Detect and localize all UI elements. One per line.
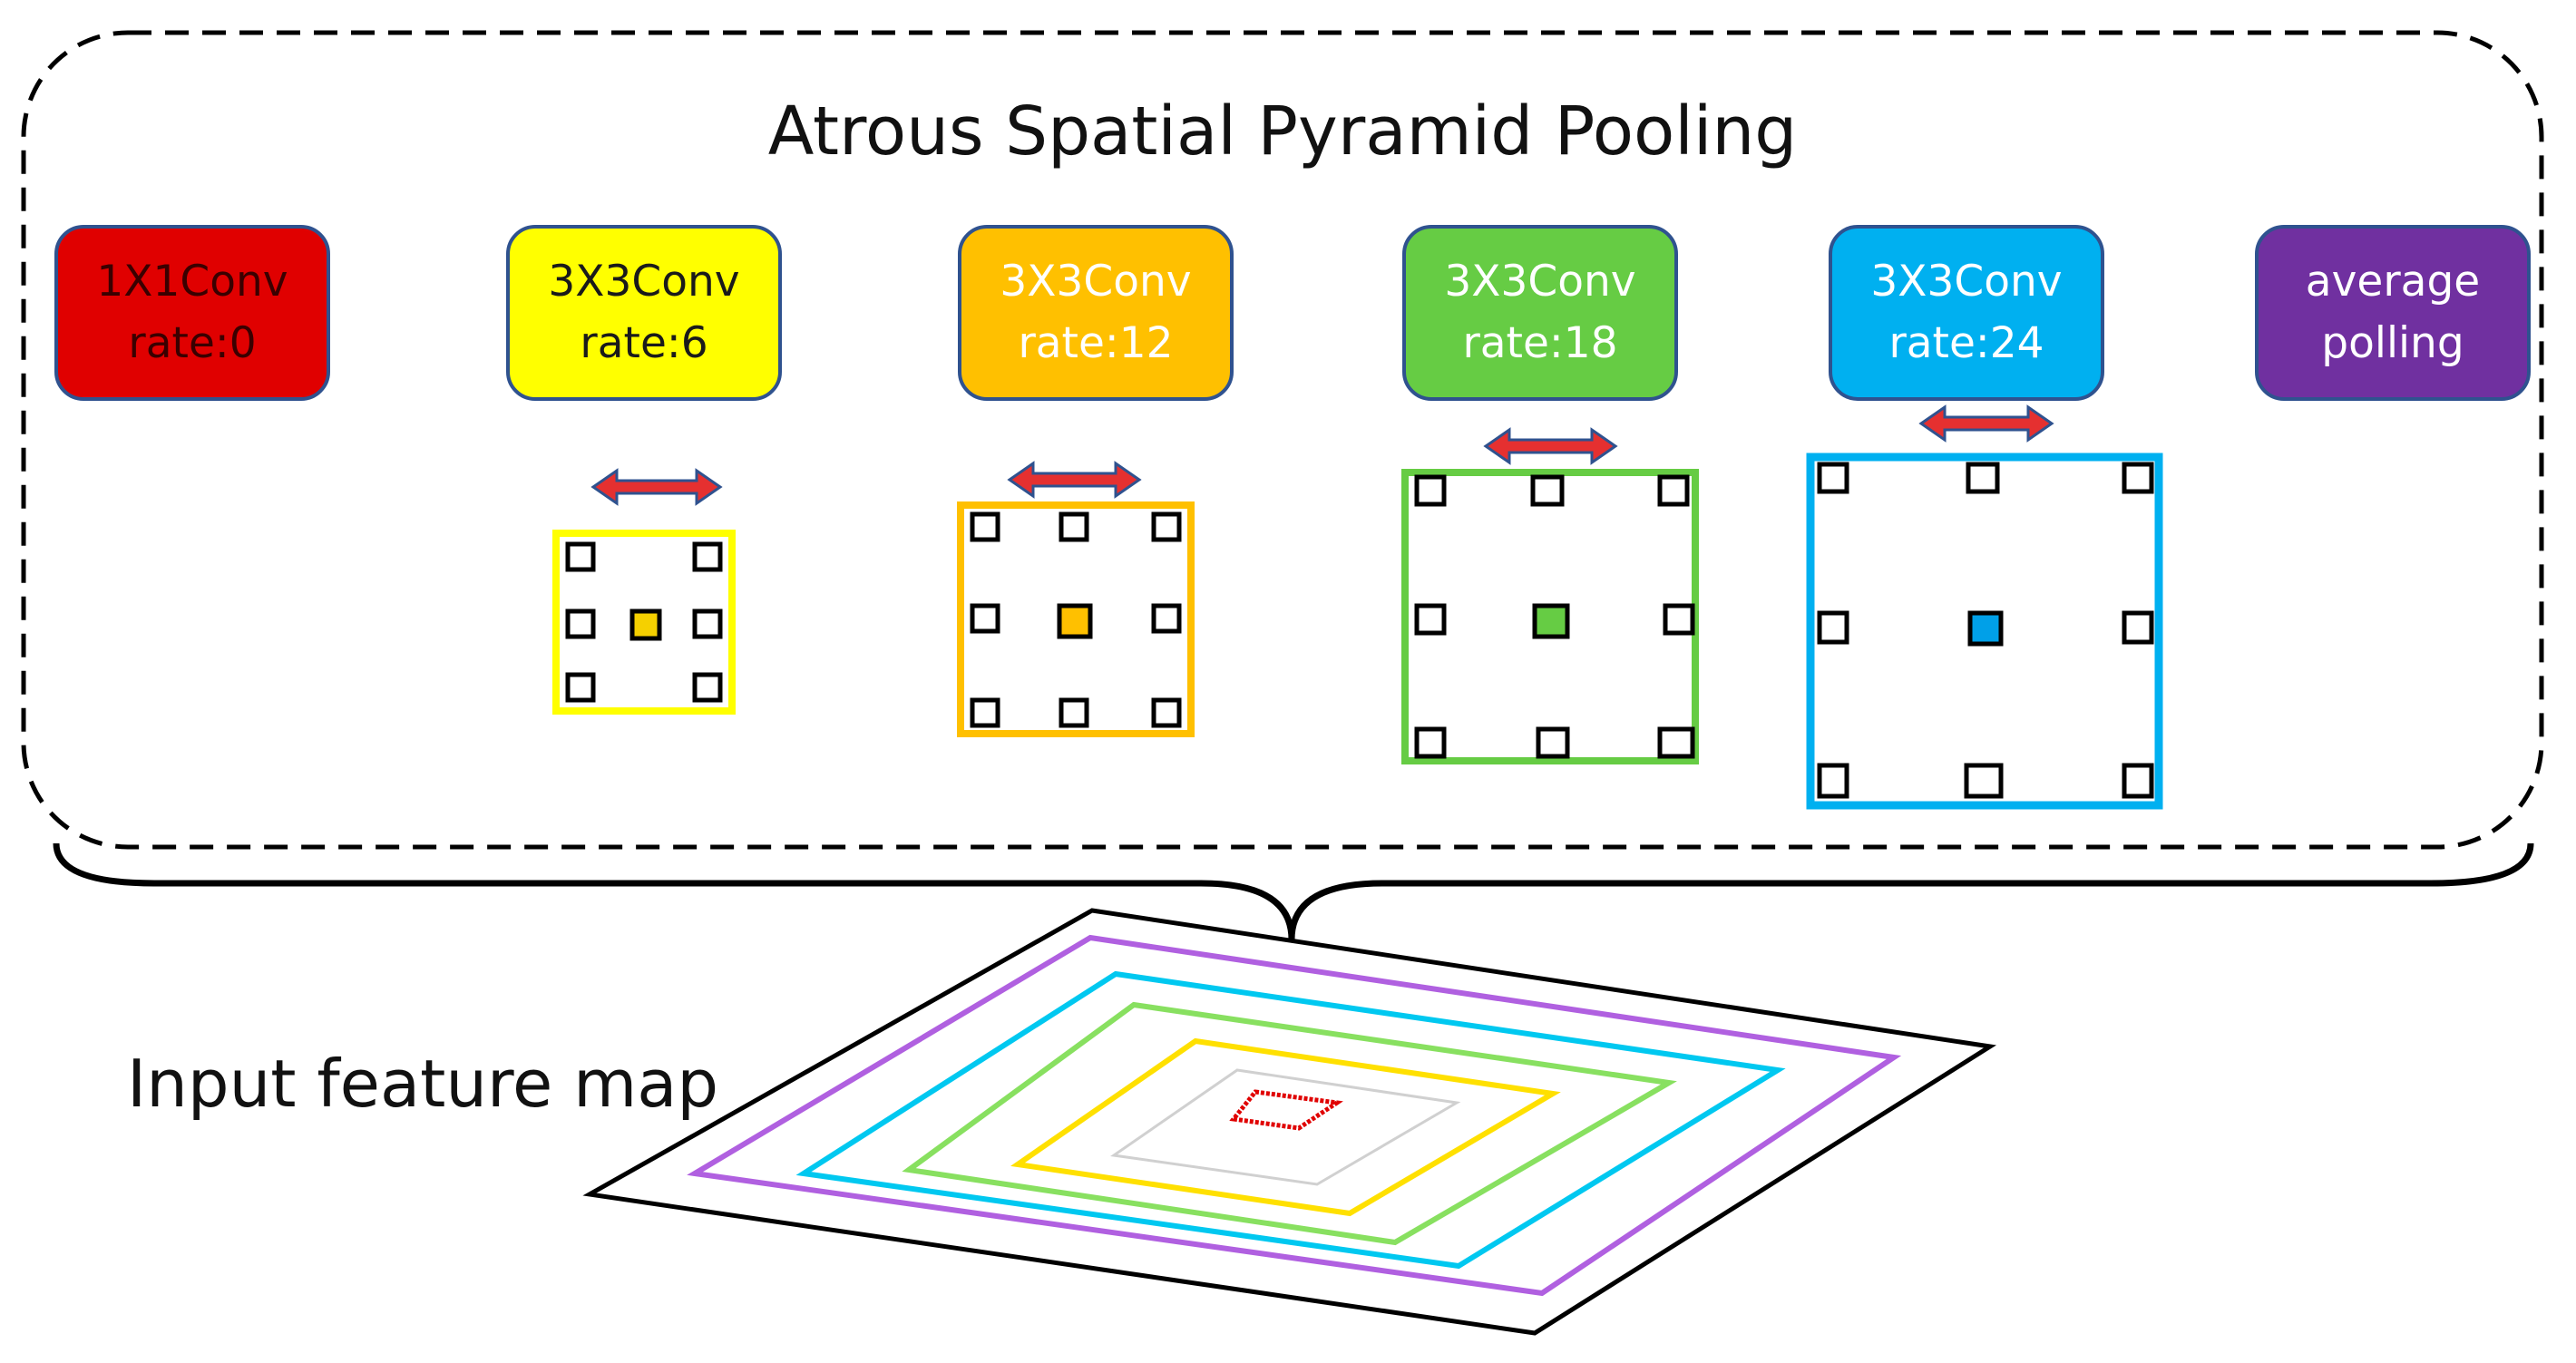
branch-box xyxy=(54,225,330,401)
diagram-title: Atrous Spatial Pyramid Pooling xyxy=(768,92,1798,170)
branch-label-line1: 3X3Conv xyxy=(1444,257,1635,307)
sample-point xyxy=(2122,763,2154,799)
branch-conv-rate-24: 3X3Conv rate:24 xyxy=(1829,225,2104,401)
kernel-center xyxy=(1532,603,1570,639)
double-arrow-icon xyxy=(1007,461,1142,499)
branch-conv-rate-6: 3X3Conv rate:6 xyxy=(506,225,782,401)
branch-label-line2: rate:0 xyxy=(128,318,256,368)
branch-box xyxy=(1402,225,1678,401)
kernel-center xyxy=(629,608,662,641)
kernel-frame xyxy=(1401,469,1699,764)
sample-point xyxy=(1059,697,1089,728)
sample-point xyxy=(1059,511,1089,542)
sample-point xyxy=(1657,726,1695,759)
sample-point xyxy=(1663,603,1695,636)
double-arrow-icon xyxy=(1918,404,2054,443)
kernel-frame xyxy=(552,530,736,715)
branch-box xyxy=(506,225,782,401)
branch-label-line2: rate:12 xyxy=(1018,318,1173,368)
sample-point xyxy=(565,672,596,703)
sample-point xyxy=(692,608,723,639)
sample-point xyxy=(1151,603,1182,634)
sample-point xyxy=(1817,610,1849,645)
ring-green xyxy=(902,1001,1677,1246)
ring-gray-inner xyxy=(1109,1068,1461,1186)
branch-box xyxy=(2255,225,2531,401)
branch-label-line1: 3X3Conv xyxy=(1870,257,2062,307)
sample-point xyxy=(1530,474,1565,507)
branch-label-line2: rate:24 xyxy=(1888,318,2044,368)
aspp-container xyxy=(21,30,2544,850)
sample-point xyxy=(970,511,1000,542)
sample-point xyxy=(565,541,596,572)
sample-point xyxy=(970,697,1000,728)
branch-label-line1: 1X1Conv xyxy=(96,257,288,307)
kernel-rate-24 xyxy=(1806,453,2163,810)
kernel-center xyxy=(1967,610,2004,647)
kernel-center xyxy=(1057,603,1093,639)
sample-point xyxy=(1414,474,1447,507)
kernel-frame xyxy=(957,501,1195,737)
sample-point xyxy=(1536,726,1570,759)
dilation-arrows xyxy=(590,404,2054,506)
input-feature-map-label: Input feature map xyxy=(127,1046,718,1122)
branch-average-pooling: average polling xyxy=(2255,225,2531,401)
sample-point xyxy=(565,608,596,639)
branch-label-line2: polling xyxy=(2321,318,2464,368)
sample-point xyxy=(2122,462,2154,494)
branch-label-line1: average xyxy=(2306,257,2480,307)
branch-box xyxy=(958,225,1234,401)
sample-point xyxy=(1151,697,1182,728)
branch-label-line1: 3X3Conv xyxy=(548,257,739,307)
sample-point xyxy=(1657,474,1690,507)
curly-brace xyxy=(53,842,2534,940)
sample-point xyxy=(1817,763,1849,799)
sample-point xyxy=(1414,726,1447,759)
kernel-rate-18 xyxy=(1401,469,1699,764)
branch-label-line2: rate:6 xyxy=(580,318,707,368)
branch-box xyxy=(1829,225,2104,401)
sample-point xyxy=(2122,610,2154,645)
kernel-frame xyxy=(1806,453,2163,810)
branch-conv-rate-12: 3X3Conv rate:12 xyxy=(958,225,1234,401)
input-feature-map xyxy=(582,908,1997,1336)
sample-point xyxy=(1817,462,1849,494)
sample-point xyxy=(1966,462,2000,494)
double-arrow-icon xyxy=(1483,427,1618,465)
ring-purple xyxy=(687,934,1902,1297)
double-arrow-icon xyxy=(590,468,723,506)
branch-label-line1: 3X3Conv xyxy=(1000,257,1191,307)
kernel-rate-12 xyxy=(957,501,1195,737)
ring-cyan xyxy=(795,970,1786,1270)
sample-point xyxy=(692,541,723,572)
branch-1x1-conv: 1X1Conv rate:0 xyxy=(54,225,330,401)
sample-point xyxy=(1151,511,1182,542)
branch-conv-rate-18: 3X3Conv rate:18 xyxy=(1402,225,1678,401)
sample-point xyxy=(692,672,723,703)
ring-red-center xyxy=(1229,1089,1343,1131)
sample-point xyxy=(970,603,1000,634)
sample-point xyxy=(1964,763,2004,799)
kernel-rate-6 xyxy=(552,530,736,715)
branch-label-line2: rate:18 xyxy=(1462,318,1617,368)
ring-yellow xyxy=(1010,1037,1561,1217)
feature-map-plane xyxy=(582,908,1997,1336)
sample-point xyxy=(1414,603,1447,636)
